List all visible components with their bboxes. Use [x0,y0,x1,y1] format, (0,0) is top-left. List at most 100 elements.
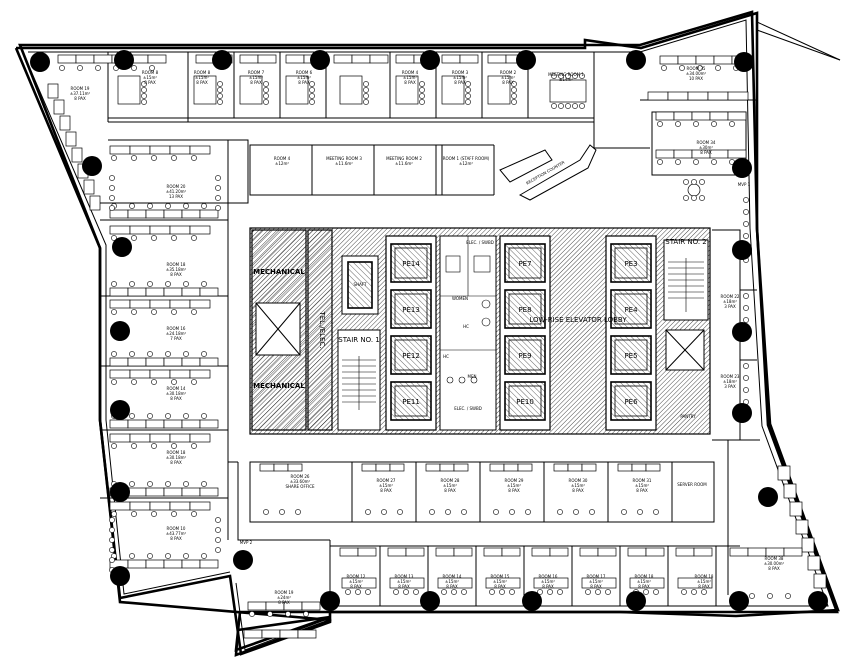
desk [193,75,217,105]
desk [707,91,729,101]
chair [215,517,221,523]
desk [387,547,407,557]
structural-column [626,591,646,611]
structural-column [734,52,754,72]
chair [109,557,115,563]
chair [171,443,177,449]
room-area: ±43.77m² [166,531,187,536]
desk [783,547,803,557]
desk [145,559,165,569]
elevator-label: PE12 [402,352,420,360]
structural-column [758,487,778,507]
room-pax: 8 PAX [636,488,648,493]
chair [675,121,681,127]
desk [357,547,377,557]
desk [485,577,521,589]
room-pax: 3 PAX [724,384,736,389]
desk [375,463,391,472]
desk [783,483,797,499]
room-name: ROOM 30 [569,478,588,483]
chair [109,185,115,191]
desk [709,111,729,121]
chair [701,589,707,595]
room-area: ±15m² [349,579,363,584]
chair [147,203,153,209]
elevator-label: PE9 [518,352,531,360]
chair [183,553,189,559]
desk [673,111,693,121]
elevator-label: PE5 [624,352,637,360]
shaft-label: SHAFT [354,282,368,287]
room-area: ±30.18m² [166,455,187,460]
room-pax: 10 PAX [689,76,703,81]
desk [487,75,511,105]
chair [699,179,705,185]
desk [109,419,129,429]
chair [693,121,699,127]
chair [131,379,137,385]
desk [47,83,59,99]
desk [145,419,165,429]
chair [191,155,197,161]
room-pax: 8 PAX [398,584,410,589]
chair [263,81,269,87]
room-name: ROOM 2 [500,70,517,75]
chair [109,547,115,553]
chair [572,103,578,109]
desk [169,145,191,155]
room-name: ROOM 38 [765,556,784,561]
desk [257,54,277,64]
chair [111,351,117,357]
desk [273,463,289,472]
chair [111,379,117,385]
hc-label-1: HC [463,324,469,329]
room-name: ROOM 31 [633,478,652,483]
chair [129,481,135,487]
chair [131,155,137,161]
desk [129,501,151,511]
chair [309,99,315,105]
room-area: ±37.11m² [70,91,91,96]
desk [109,287,129,297]
chair [565,103,571,109]
room-area: ±30m² [699,145,713,150]
chair [653,589,659,595]
chair [509,589,515,595]
chair [147,553,153,559]
desk [441,75,465,105]
chair [743,197,749,203]
desk [239,75,263,105]
chair [697,65,703,71]
desk [297,629,317,639]
desk [89,195,101,211]
chair [565,73,571,79]
chair [715,65,721,71]
chair [147,413,153,419]
men-label: MEN [468,374,477,379]
desk [169,299,191,309]
room-area: ±15m² [379,483,393,488]
desk [261,629,281,639]
desk [127,487,147,497]
chair [267,611,273,617]
hc-label-2: HC [443,354,449,359]
desk [435,547,455,557]
desk [389,463,405,472]
desk [129,433,151,443]
chair [681,589,687,595]
chair [551,103,557,109]
chair [191,511,197,517]
structural-column [420,591,440,611]
chair [579,103,585,109]
desk [189,501,211,511]
room-pax: 8 PAX [74,96,86,101]
desk [629,577,665,589]
desk [181,209,201,219]
desk [59,115,71,131]
desk [83,179,95,195]
room-pax: 8 PAX [380,488,392,493]
room-pax: 8 PAX [494,584,506,589]
desk [795,519,809,535]
